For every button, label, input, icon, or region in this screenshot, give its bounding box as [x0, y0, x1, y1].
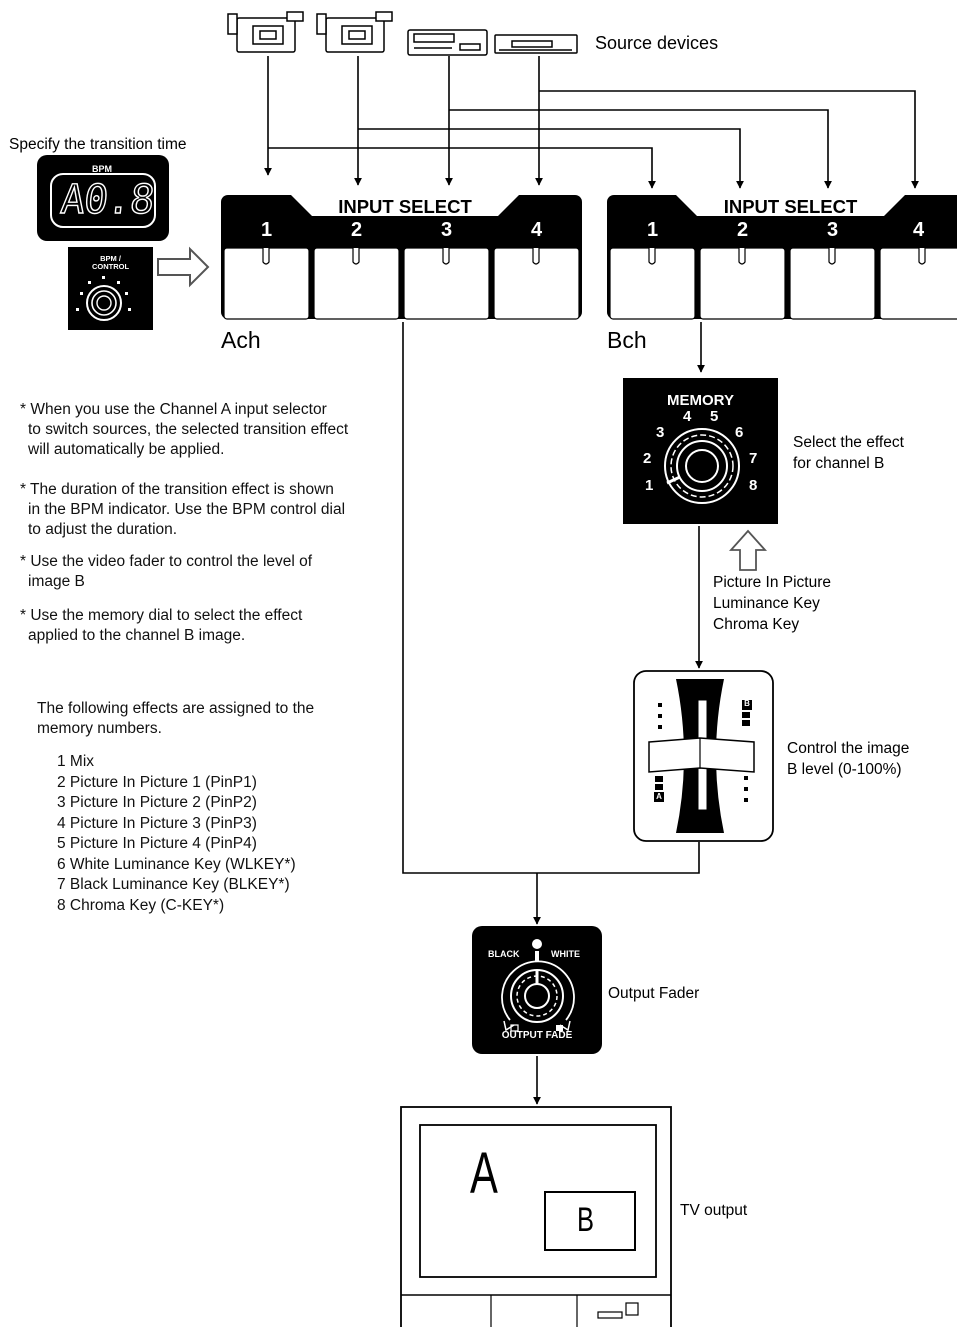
bch-label: Bch [607, 327, 647, 353]
camcorder-2-icon [316, 11, 393, 53]
tv-set [400, 1106, 672, 1327]
bpm-control-label-2: CONTROL [91, 262, 130, 271]
effects-list: 1 Mix 2 Picture In Picture 1 (PinP1) 3 P… [57, 752, 296, 916]
note-channel-a: * When you use the Channel A input selec… [20, 400, 348, 460]
tv-pip-b: B [577, 1201, 595, 1239]
note-line: * When you use the Channel A input selec… [20, 401, 327, 418]
bpm-control-dial[interactable] [68, 247, 153, 330]
memory-number-6: 6 [735, 424, 744, 441]
bpm-panel-label: BPM [92, 164, 112, 174]
effects-intro-line: The following effects are assigned to th… [37, 700, 315, 717]
ach-number-3: 3 [440, 219, 453, 241]
bpm-display-value: A0.8 [58, 176, 157, 223]
ach-button-leds [262, 248, 540, 265]
note-line: image B [28, 573, 85, 590]
memory-dial[interactable] [623, 378, 778, 524]
source-routing-lines [264, 56, 919, 189]
memory-number-3: 3 [656, 424, 665, 441]
specify-time-label: Specify the transition time [9, 136, 187, 153]
control-level-label-2: B level (0-100%) [787, 761, 902, 778]
bpm-control-label-1: BPM / [100, 254, 121, 263]
fader-mark-b: B [744, 699, 750, 708]
effect-item: 7 Black Luminance Key (BLKEY*) [57, 876, 290, 893]
effects-intro: The following effects are assigned to th… [37, 699, 314, 739]
effect-item: 6 White Luminance Key (WLKEY*) [57, 855, 296, 873]
memory-number-2: 2 [643, 450, 652, 467]
bch-number-3: 3 [826, 219, 839, 241]
black-label: BLACK [488, 949, 520, 959]
note-line: * Use the video fader to control the lev… [20, 553, 313, 570]
select-effect-label-1: Select the effect [793, 434, 904, 451]
fader-mark-a: A [656, 792, 662, 801]
note-video-fader: * Use the video fader to control the lev… [20, 552, 312, 592]
input-select-ach-title: INPUT SELECT [338, 196, 472, 217]
note-line: * The duration of the transition effect … [20, 481, 334, 498]
control-level-label-1: Control the image [787, 740, 910, 757]
tv-output-caption: TV output [680, 1202, 748, 1219]
output-fade-label: OUTPUT FADE [501, 1030, 573, 1041]
chroma-key-label: Chroma Key [713, 616, 800, 633]
camcorder-1-icon [227, 11, 304, 53]
effect-item: 8 Chroma Key (C-KEY*) [57, 896, 225, 914]
note-line: to adjust the duration. [28, 521, 178, 538]
white-label: WHITE [551, 949, 580, 959]
output-fader-caption: Output Fader [608, 985, 700, 1002]
bpm-to-input-arrow [157, 246, 210, 288]
flow-lines [402, 322, 705, 1105]
ach-label: Ach [221, 327, 261, 353]
player-deck-icon [494, 34, 578, 54]
input-select-bch-title: INPUT SELECT [723, 196, 858, 217]
effect-input-arrow [728, 529, 768, 571]
memory-number-8: 8 [749, 477, 758, 494]
note-line: * Use the memory dial to select the effe… [20, 607, 303, 624]
memory-number-5: 5 [710, 408, 719, 425]
pip-label: Picture In Picture [713, 574, 832, 591]
bch-number-1: 1 [646, 219, 659, 241]
input-select-ach-panel [221, 195, 582, 319]
memory-number-1: 1 [645, 477, 654, 494]
note-line: to switch sources, the selected transiti… [28, 421, 349, 438]
bch-number-2: 2 [736, 219, 749, 241]
video-fader[interactable] [633, 670, 774, 842]
bch-button-leds [648, 248, 926, 265]
output-fader-dial[interactable] [472, 926, 602, 1054]
note-line: will automatically be applied. [28, 441, 225, 458]
effect-item: 3 Picture In Picture 2 (PinP2) [57, 794, 257, 811]
memory-title: MEMORY [667, 392, 734, 409]
effect-item: 5 Picture In Picture 4 (PinP4) [57, 835, 257, 852]
tv-main-a: A [470, 1141, 498, 1206]
tv-pip-window [544, 1191, 636, 1251]
luminance-key-label: Luminance Key [713, 595, 820, 612]
bch-number-4: 4 [912, 219, 925, 241]
effect-item: 1 Mix [57, 753, 95, 770]
note-memory-dial: * Use the memory dial to select the effe… [20, 606, 302, 646]
ach-number-4: 4 [530, 219, 543, 241]
memory-number-7: 7 [749, 450, 758, 467]
ach-number-1: 1 [260, 219, 273, 241]
note-duration: * The duration of the transition effect … [20, 480, 345, 540]
bpm-indicator-panel [37, 155, 169, 241]
effect-item: 2 Picture In Picture 1 (PinP1) [57, 773, 257, 791]
source-devices-label: Source devices [595, 33, 719, 53]
vcr-deck-icon [407, 29, 488, 56]
note-line: applied to the channel B image. [28, 627, 246, 644]
effect-item: 4 Picture In Picture 3 (PinP3) [57, 814, 257, 832]
select-effect-label-2: for channel B [793, 455, 885, 472]
memory-number-4: 4 [683, 408, 692, 425]
note-line: in the BPM indicator. Use the BPM contro… [28, 501, 346, 518]
ach-number-2: 2 [350, 219, 363, 241]
effects-intro-line: memory numbers. [37, 720, 162, 737]
